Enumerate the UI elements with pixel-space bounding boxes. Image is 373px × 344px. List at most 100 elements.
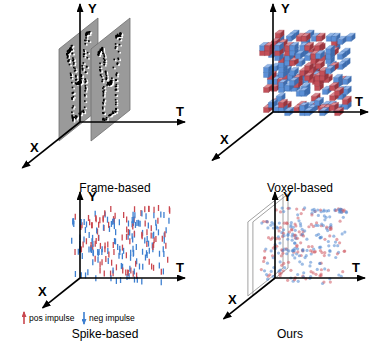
frame-pixel (102, 52, 104, 54)
frame-pixel (104, 94, 106, 96)
neg-arrow (83, 312, 85, 324)
event-point (303, 206, 306, 209)
event-point (308, 264, 311, 267)
frame-pixel (72, 92, 74, 94)
spike-impulse (135, 222, 136, 228)
axis-label: Y (283, 189, 292, 204)
voxel-face (321, 33, 325, 41)
frame-pixel (103, 93, 105, 95)
frame-pixel (117, 35, 119, 37)
frame-pixel (99, 69, 101, 71)
frame-pixel (112, 82, 114, 84)
event-point (326, 229, 329, 232)
spike-impulse (168, 218, 169, 224)
frame-pixel (84, 78, 86, 80)
frame-pixel (105, 71, 107, 73)
spike-impulse (136, 244, 137, 250)
event-point (335, 238, 338, 241)
spike-impulse (134, 269, 135, 275)
ours-panel (248, 194, 348, 296)
frame-pixel (104, 109, 106, 111)
frame-pixel (75, 118, 77, 120)
spike-impulse (91, 222, 92, 228)
spike-impulse (133, 250, 134, 256)
frame-pixel (86, 72, 88, 74)
frame-pixel (87, 33, 89, 35)
frame-pixel (84, 112, 86, 114)
voxel-face (320, 43, 324, 51)
spike-impulse (151, 264, 152, 270)
voxel-face (280, 30, 284, 38)
frame-pixel (83, 56, 85, 58)
frame-pixel (120, 45, 122, 47)
frame-pixel (112, 112, 114, 114)
frame-pixel (119, 35, 121, 37)
spike-impulse (85, 227, 86, 233)
event-point (343, 230, 346, 233)
spike-impulse (78, 249, 79, 255)
frame-pixel (121, 37, 123, 39)
frame-pixel (119, 38, 121, 40)
frame-pixel (72, 78, 74, 80)
frame-pixel (69, 62, 71, 64)
voxel-face (320, 71, 325, 76)
frame-pixel (105, 71, 107, 73)
frame-pixel (108, 115, 110, 117)
spike-impulse (97, 257, 98, 263)
frame-pixel (84, 53, 86, 55)
event-point (277, 229, 280, 232)
spike-impulse (86, 238, 87, 244)
frame-pixel (115, 43, 117, 45)
frame-pixel (75, 69, 77, 71)
event-point (334, 208, 337, 211)
frame-pixel (74, 120, 76, 122)
spike-impulse (159, 262, 160, 268)
frame-pixel (81, 65, 83, 67)
frame-pixel (117, 35, 119, 37)
frame-pixel (72, 96, 74, 98)
frame-pixel (84, 63, 86, 65)
spike-impulse (98, 235, 99, 241)
spike-impulse (158, 205, 159, 211)
frame-pixel (104, 108, 106, 110)
voxel-face (347, 96, 351, 104)
frame-pixel (106, 63, 108, 65)
spike-impulse (134, 231, 135, 237)
frame-pixel (71, 115, 73, 117)
frame-pixel (75, 71, 77, 73)
event-point (292, 226, 295, 229)
spike-impulse (108, 222, 109, 228)
voxel-panel (260, 30, 356, 116)
frame-pixel (116, 86, 118, 88)
event-point (337, 208, 340, 211)
spike-impulse (122, 268, 123, 274)
voxel-face (279, 88, 284, 93)
event-point (307, 245, 310, 248)
frame-pixel (101, 64, 103, 66)
frame-pixel (100, 49, 102, 51)
frame-pixel (117, 109, 119, 111)
frame-pixel (117, 80, 119, 82)
voxel-face (296, 54, 301, 59)
event-point (270, 249, 273, 252)
frame-pixel (104, 114, 106, 116)
frame-pixel (71, 53, 73, 55)
frame-pixel (102, 103, 104, 105)
event-point (328, 249, 331, 252)
frame-pixel (111, 77, 113, 79)
frame-pixel (111, 81, 113, 83)
spike-impulse (114, 238, 115, 244)
voxel-face (279, 103, 284, 108)
voxel-face (285, 46, 290, 51)
frame-pixel (102, 95, 104, 97)
event-point (327, 269, 330, 272)
voxel-face (316, 54, 321, 59)
frame-pixel (71, 111, 73, 113)
spike-impulse (146, 229, 147, 235)
axis-label: T (355, 94, 363, 109)
frame-pixel (115, 111, 117, 113)
frame-pixel (91, 32, 93, 34)
frame-pixel (85, 52, 87, 54)
spike-impulse (141, 210, 142, 216)
axis-line (275, 277, 365, 279)
